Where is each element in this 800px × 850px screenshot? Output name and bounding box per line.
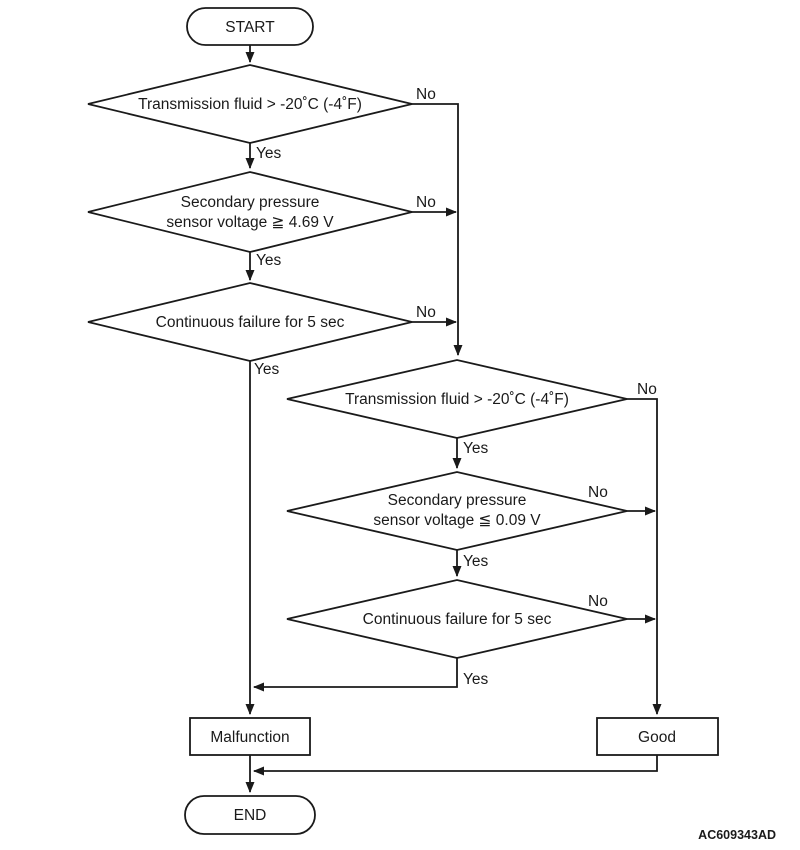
- yes-label-decision6: Yes: [463, 671, 489, 688]
- decision-1-shape: [87, 64, 413, 144]
- decision-2-text-line1: Secondary pressure: [181, 194, 320, 211]
- yes-label-decision1: Yes: [256, 145, 282, 162]
- yes-label-decision5: Yes: [463, 553, 489, 570]
- start-shape: [186, 7, 314, 46]
- decision-5-text-line2: sensor voltage ≦ 0.09 V: [373, 512, 541, 529]
- decision-3-continuous-failure: Continuous failure for 5 sec: [87, 282, 413, 362]
- no-label-decision4: No: [637, 381, 657, 398]
- good-shape: [596, 717, 719, 756]
- end-shape: [184, 795, 316, 835]
- no-label-decision1: No: [416, 86, 436, 103]
- branch-labels: Yes Yes Yes Yes Yes Yes No No No No No N…: [254, 86, 657, 688]
- decision-4-transmission-fluid: Transmission fluid > -20˚C (-4˚F): [286, 359, 628, 439]
- decision-6-shape: [286, 579, 628, 659]
- malfunction-shape: [189, 717, 311, 756]
- malfunction-label: Malfunction: [210, 729, 289, 746]
- decision-2-secondary-pressure-high: Secondary pressure sensor voltage ≧ 4.69…: [87, 171, 413, 253]
- decision-3-text: Continuous failure for 5 sec: [156, 314, 345, 331]
- no-label-decision6: No: [588, 593, 608, 610]
- malfunction-node: Malfunction: [189, 717, 311, 756]
- connectors: [245, 45, 662, 793]
- decision-4-shape: [286, 359, 628, 439]
- decision-3-shape: [87, 282, 413, 362]
- yes-label-decision3: Yes: [254, 361, 280, 378]
- decision-5-secondary-pressure-low: Secondary pressure sensor voltage ≦ 0.09…: [286, 471, 628, 551]
- start-label: START: [225, 19, 275, 36]
- no-label-decision2: No: [416, 194, 436, 211]
- decision-6-continuous-failure: Continuous failure for 5 sec: [286, 579, 628, 659]
- good-node: Good: [596, 717, 719, 756]
- end-label: END: [234, 807, 267, 824]
- decision-4-text: Transmission fluid > -20˚C (-4˚F): [345, 391, 569, 408]
- no-label-decision3: No: [416, 304, 436, 321]
- yes-label-decision4: Yes: [463, 440, 489, 457]
- decision-6-text: Continuous failure for 5 sec: [363, 611, 552, 628]
- connector-decision1-no-to-decision4: [412, 103, 463, 356]
- connector-good-to-end-branch: [253, 755, 658, 776]
- decision-5-shape: [286, 471, 628, 551]
- decision-2-text-line2: sensor voltage ≧ 4.69 V: [166, 214, 334, 231]
- connector-decision6-yes-to-malfunction-branch: [253, 658, 458, 692]
- decision-5-text-line1: Secondary pressure: [388, 492, 527, 509]
- decision-1-text: Transmission fluid > -20˚C (-4˚F): [138, 96, 362, 113]
- yes-label-decision2: Yes: [256, 252, 282, 269]
- decision-2-shape: [87, 171, 413, 253]
- start-node: START: [186, 7, 314, 46]
- figure-id: AC609343AD: [698, 828, 776, 842]
- end-node: END: [184, 795, 316, 835]
- good-label: Good: [638, 729, 676, 746]
- no-label-decision5: No: [588, 484, 608, 501]
- decision-1-transmission-fluid: Transmission fluid > -20˚C (-4˚F): [87, 64, 413, 144]
- connector-decision4-no-to-good: [627, 398, 662, 715]
